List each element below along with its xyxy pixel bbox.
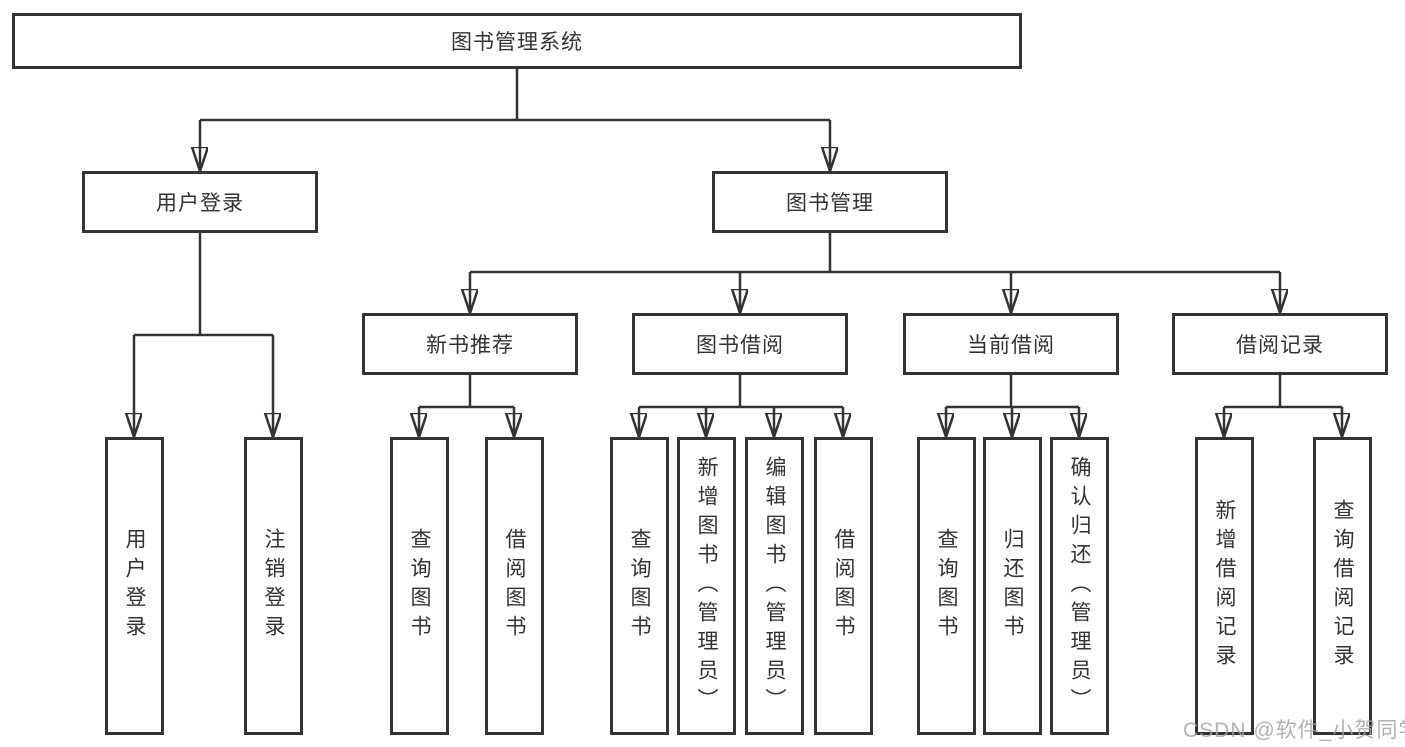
leaf-logout: 注销登录 <box>244 437 303 735</box>
node-library-management-system: 图书管理系统 <box>12 13 1022 69</box>
node-label: 图书借阅 <box>696 334 784 357</box>
node-label: 用户登录 <box>156 192 244 215</box>
leaf-label: 用户登录 <box>123 528 146 644</box>
node-book-borrowing: 图书借阅 <box>632 313 848 375</box>
csdn-watermark: CSDN @软件_小贺同学 <box>1183 719 1405 742</box>
leaf-query-borrow-record: 查询借阅记录 <box>1313 437 1372 735</box>
leaf-label: 注销登录 <box>262 528 285 644</box>
leaf-query-books-current: 查询图书 <box>917 437 976 735</box>
leaf-label: 归还图书 <box>1001 528 1024 644</box>
leaf-query-books-borrow: 查询图书 <box>610 437 669 735</box>
leaf-add-books-admin: 新增图书（管理员） <box>677 437 736 735</box>
leaf-label: 查询图书 <box>628 528 651 644</box>
node-book-management: 图书管理 <box>712 171 948 233</box>
leaf-label: 新增借阅记录 <box>1213 499 1236 673</box>
node-label: 借阅记录 <box>1236 334 1324 357</box>
leaf-label: 查询借阅记录 <box>1331 499 1354 673</box>
leaf-label: 新增图书（管理员） <box>695 455 718 717</box>
leaf-add-borrow-record: 新增借阅记录 <box>1195 437 1254 735</box>
node-borrowing-records: 借阅记录 <box>1172 313 1388 375</box>
node-label: 新书推荐 <box>426 334 514 357</box>
leaf-confirm-return-admin: 确认归还（管理员） <box>1050 437 1109 735</box>
node-user-login: 用户登录 <box>82 171 318 233</box>
leaf-label: 借阅图书 <box>832 528 855 644</box>
leaf-edit-books-admin: 编辑图书（管理员） <box>745 437 804 735</box>
leaf-borrow-books-recommend: 借阅图书 <box>485 437 544 735</box>
leaf-label: 查询图书 <box>935 528 958 644</box>
leaf-label: 确认归还（管理员） <box>1068 455 1091 717</box>
leaf-query-books-recommend: 查询图书 <box>390 437 449 735</box>
leaf-label: 查询图书 <box>408 528 431 644</box>
node-label: 图书管理 <box>786 192 874 215</box>
node-label: 当前借阅 <box>967 334 1055 357</box>
leaf-label: 编辑图书（管理员） <box>763 455 786 717</box>
node-current-borrowing: 当前借阅 <box>903 313 1119 375</box>
node-new-book-recommendation: 新书推荐 <box>362 313 578 375</box>
leaf-return-books: 归还图书 <box>983 437 1042 735</box>
leaf-label: 借阅图书 <box>503 528 526 644</box>
leaf-user-login: 用户登录 <box>105 437 164 735</box>
node-label: 图书管理系统 <box>451 31 583 54</box>
leaf-borrow-books: 借阅图书 <box>814 437 873 735</box>
